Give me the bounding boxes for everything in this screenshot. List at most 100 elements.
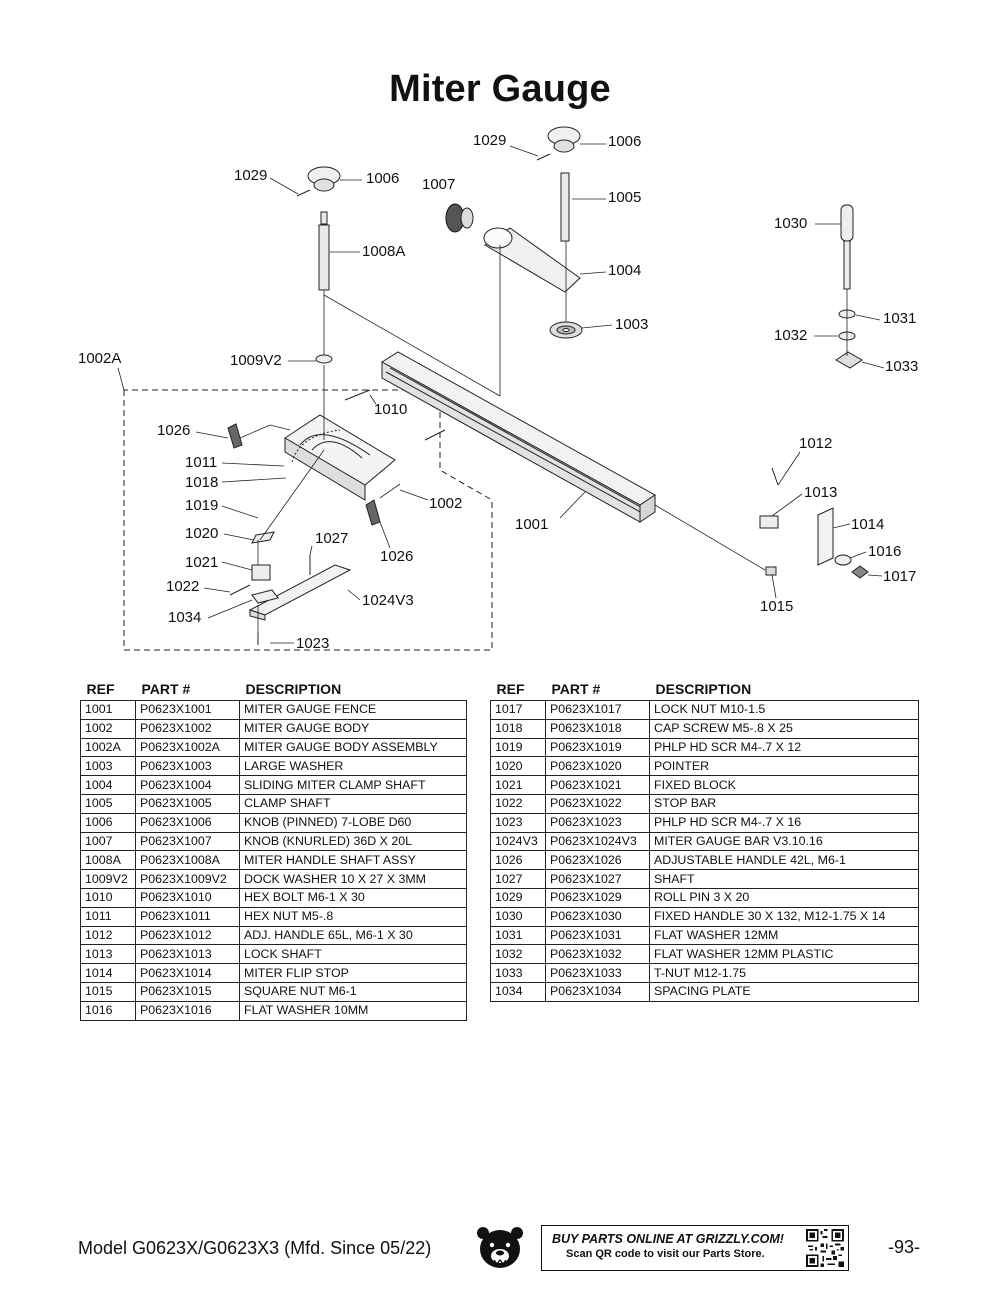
diagram-drawing — [117, 126, 885, 651]
part-number-cell: P0623X1019 — [545, 737, 650, 758]
callout-1024v3: 1024V3 — [362, 592, 414, 609]
ref-cell: 1002 — [80, 718, 136, 739]
callout-1013: 1013 — [804, 484, 838, 501]
callout-1011: 1011 — [185, 454, 218, 471]
description-cell: CAP SCREW M5-.8 X 25 — [649, 718, 919, 739]
callout-1022: 1022 — [166, 578, 200, 595]
col-header-ref: REF — [86, 681, 115, 697]
part-number-cell: P0623X1015 — [135, 981, 240, 1002]
callout-1012: 1012 — [799, 435, 833, 452]
grizzly-bear-logo — [477, 1227, 523, 1268]
ref-cell: 1011 — [80, 906, 136, 927]
ref-cell: 1033 — [490, 963, 546, 983]
ref-cell: 1030 — [490, 906, 546, 927]
description-cell: DOCK WASHER 10 X 27 X 3MM — [239, 869, 467, 889]
callout-1002a: 1002A — [78, 350, 122, 367]
part-number-cell: P0623X1010 — [135, 887, 240, 908]
callout-1007: 1007 — [422, 176, 456, 193]
miter-bar-1024v3-drawing — [248, 564, 352, 621]
ref-cell: 1026 — [490, 850, 546, 871]
exploded-parts-diagram: 1029 1006 1029 1006 1007 1005 1008A 1030… — [0, 120, 1000, 660]
buy-parts-box[interactable]: BUY PARTS ONLINE AT GRIZZLY.COM! Scan QR… — [541, 1225, 849, 1271]
miter-body-1002-drawing — [284, 414, 396, 501]
description-cell: LOCK NUT M10-1.5 — [649, 700, 919, 720]
part-number-cell: P0623X1018 — [545, 718, 650, 739]
description-cell: SLIDING MITER CLAMP SHAFT — [239, 775, 467, 795]
description-cell: PHLP HD SCR M4-.7 X 16 — [649, 812, 919, 833]
ref-cell: 1009V2 — [80, 869, 136, 889]
callout-1006-b: 1006 — [366, 170, 400, 187]
description-cell: FIXED HANDLE 30 X 132, M12-1.75 X 14 — [649, 906, 919, 927]
callout-1001: 1001 — [515, 516, 549, 533]
part-number-cell: P0623X1006 — [135, 812, 240, 833]
ref-cell: 1022 — [490, 793, 546, 814]
callout-1016: 1016 — [868, 543, 902, 560]
assembly-outline-1002a — [123, 389, 493, 651]
part-number-cell: P0623X1021 — [545, 775, 650, 795]
part-number-cell: P0623X1008A — [135, 850, 240, 871]
ref-cell: 1018 — [490, 718, 546, 739]
ref-cell: 1002A — [80, 737, 136, 758]
part-number-cell: P0623X1007 — [135, 831, 240, 852]
part-number-cell: P0623X1027 — [545, 869, 650, 889]
part-number-cell: P0623X1002A — [135, 737, 240, 758]
description-cell: SQUARE NUT M6-1 — [239, 981, 467, 1002]
ref-cell: 1029 — [490, 887, 546, 908]
callout-1014: 1014 — [851, 516, 885, 533]
callout-1003: 1003 — [615, 316, 649, 333]
ref-cell: 1024V3 — [490, 831, 546, 852]
buy-parts-line: BUY PARTS ONLINE AT GRIZZLY.COM! — [552, 1232, 784, 1246]
part-number-cell: P0623X1031 — [545, 925, 650, 946]
callout-1034: 1034 — [168, 609, 202, 626]
part-number-cell: P0623X1030 — [545, 906, 650, 927]
qr-code-icon[interactable] — [806, 1229, 844, 1267]
description-cell: LOCK SHAFT — [239, 944, 467, 965]
callout-1020: 1020 — [185, 525, 219, 542]
ref-cell: 1005 — [80, 793, 136, 814]
description-cell: CLAMP SHAFT — [239, 793, 467, 814]
description-cell: MITER FLIP STOP — [239, 963, 467, 983]
part-number-cell: P0623X1004 — [135, 775, 240, 795]
description-cell: MITER HANDLE SHAFT ASSY — [239, 850, 467, 871]
description-cell: ADJUSTABLE HANDLE 42L, M6-1 — [649, 850, 919, 871]
part-number-cell: P0623X1022 — [545, 793, 650, 814]
part-number-cell: P0623X1009V2 — [135, 869, 240, 889]
part-number-cell: P0623X1029 — [545, 887, 650, 908]
description-cell: HEX BOLT M6-1 X 30 — [239, 887, 467, 908]
col-header-ref: REF — [496, 681, 525, 697]
description-cell: ROLL PIN 3 X 20 — [649, 887, 919, 908]
ref-cell: 1034 — [490, 981, 546, 1002]
callout-1015: 1015 — [760, 598, 794, 615]
part-number-cell: P0623X1020 — [545, 756, 650, 777]
part-number-cell: P0623X1011 — [135, 906, 240, 927]
part-number-cell: P0623X1002 — [135, 718, 240, 739]
part-number-cell: P0623X1013 — [135, 944, 240, 965]
ref-cell: 1010 — [80, 887, 136, 908]
ref-cell: 1017 — [490, 700, 546, 720]
description-cell: SHAFT — [649, 869, 919, 889]
callout-1017: 1017 — [883, 568, 917, 585]
callout-1026-b: 1026 — [380, 548, 414, 565]
callout-1004: 1004 — [608, 262, 642, 279]
ref-cell: 1021 — [490, 775, 546, 795]
part-number-cell: P0623X1001 — [135, 700, 240, 720]
scan-qr-line: Scan QR code to visit our Parts Store. — [566, 1248, 765, 1260]
part-number-cell: P0623X1016 — [135, 1000, 240, 1021]
description-cell: POINTER — [649, 756, 919, 777]
